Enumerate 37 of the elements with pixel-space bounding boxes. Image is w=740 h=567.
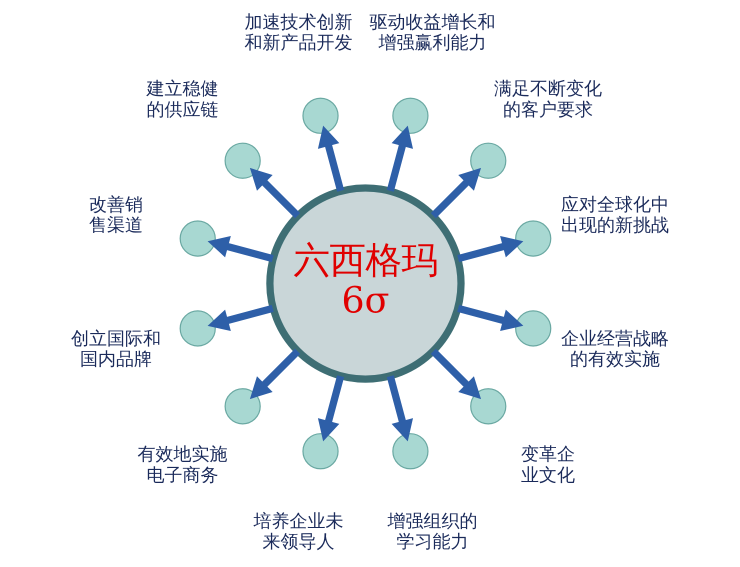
arrow — [318, 126, 344, 192]
node-label: 改善销售渠道 — [88, 194, 143, 236]
arrow — [430, 348, 482, 400]
arrow — [430, 168, 482, 218]
node-circle — [224, 142, 261, 179]
node-label: 加速技术创新和新产品开发 — [244, 12, 353, 54]
arrow — [457, 304, 524, 332]
node-label: 创立国际和国内品牌 — [70, 328, 161, 370]
node-circle — [180, 310, 216, 347]
arrow — [386, 126, 413, 192]
node-circle — [302, 98, 339, 134]
node-label: 满足不断变化的客户要求 — [494, 78, 602, 120]
arrow — [250, 168, 300, 218]
node-circle — [180, 220, 216, 257]
arrow — [208, 304, 274, 332]
node-circle — [515, 220, 552, 257]
arrow — [250, 348, 300, 400]
node-label: 增强组织的学习能力 — [387, 511, 478, 553]
node-circle — [392, 433, 429, 470]
node-label: 建立稳健的供应链 — [146, 78, 219, 120]
node-label: 驱动收益增长和增强赢利能力 — [369, 12, 496, 54]
node-circle — [470, 142, 506, 179]
node-label: 变革企业文化 — [521, 444, 576, 486]
node-circle — [302, 433, 339, 470]
node-label: 有效地实施电子商务 — [138, 444, 228, 486]
arrow — [457, 236, 524, 262]
arrow — [318, 375, 344, 442]
node-circle — [392, 98, 429, 134]
node-circle — [470, 388, 506, 424]
arrow — [386, 375, 413, 442]
node-label: 企业经营战略的有效实施 — [561, 328, 670, 370]
node-label: 应对全球化中出现的新挑战 — [561, 194, 670, 236]
node-circle — [224, 388, 261, 424]
node-label: 培养企业未来领导人 — [254, 511, 344, 553]
node-circle: 六西格玛 6σ — [266, 184, 465, 383]
arrow — [208, 236, 274, 262]
node-circle — [515, 310, 552, 347]
